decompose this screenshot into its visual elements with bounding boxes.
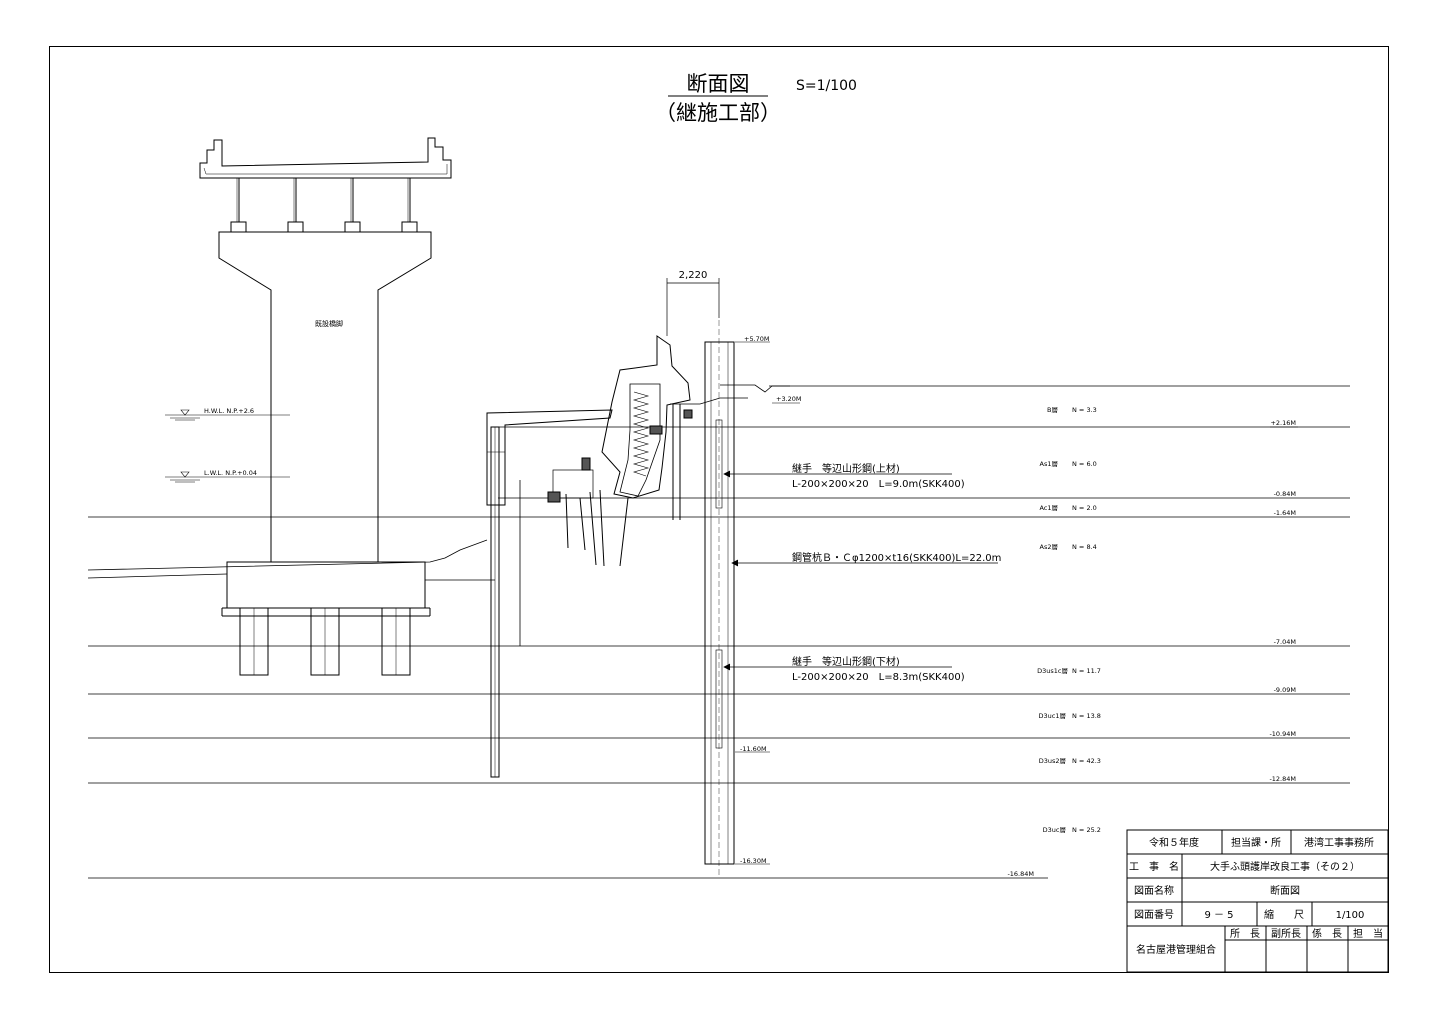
- dimension-2220: [666, 278, 720, 336]
- sheet-border: [49, 46, 1389, 973]
- soil-layer-name: D3uc1層: [1039, 712, 1066, 720]
- soil-layer-name: As1層: [1040, 460, 1058, 468]
- soil-layer-n: N = 2.0: [1072, 504, 1097, 512]
- tb-drawing-no-label: 図面番号: [1134, 909, 1174, 921]
- tb-drawing-name-label: 図面名称: [1134, 884, 1174, 897]
- boundary-label: -16.84M: [1007, 870, 1034, 878]
- soil-layer-n: N = 6.0: [1072, 460, 1097, 468]
- soil-layer-labels: B層 N = 3.3 As1層 N = 6.0 Ac1層 N = 2.0 As2…: [1037, 406, 1101, 834]
- boundary-labels: +2.16M -0.84M -1.64M -7.04M -9.09M -10.9…: [1007, 419, 1298, 878]
- tb-sign-staff: 担 当: [1353, 927, 1383, 940]
- tb-year: 令和５年度: [1149, 836, 1199, 849]
- drawing-subtitle: （継施工部）: [655, 101, 781, 125]
- soil-layer-name: D3us1c層: [1037, 667, 1068, 675]
- tb-org: 名古屋港管理組合: [1136, 943, 1216, 956]
- tb-scale-label: 縮 尺: [1264, 908, 1304, 921]
- tb-sign-chief: 係 長: [1312, 928, 1342, 940]
- soil-layer-n: N = 8.4: [1072, 543, 1097, 551]
- boundary-label: +2.16M: [1270, 419, 1296, 427]
- soil-layer-name: D3uc層: [1043, 826, 1066, 834]
- soil-layer-name: B層: [1047, 406, 1058, 414]
- elev-top: +5.70M: [744, 335, 770, 343]
- title-block: [1126, 829, 1389, 973]
- boundary-label: -1.64M: [1274, 509, 1296, 517]
- existing-pier: [199, 137, 452, 676]
- boundary-label: -9.09M: [1274, 686, 1296, 694]
- steel-pipe-pile: [704, 320, 735, 875]
- tb-dept-value: 港湾工事事務所: [1304, 836, 1374, 849]
- dimension-label: 2,220: [679, 270, 708, 281]
- tb-sign-director: 所 長: [1230, 928, 1260, 940]
- boundary-label: -7.04M: [1274, 638, 1296, 646]
- boundary-label: -12.84M: [1269, 775, 1296, 783]
- water-levels: [165, 409, 290, 483]
- soil-layer-n: N = 11.7: [1072, 667, 1101, 675]
- tb-scale-value: 1/100: [1336, 910, 1365, 921]
- joint-upper-line1: 継手 等辺山形鋼(上材): [792, 462, 900, 475]
- joint-lower-line2: L-200×200×20 L=8.3m(SKK400): [792, 672, 965, 683]
- elev-pile-bottom: -16.30M: [740, 857, 767, 865]
- soil-layer-n: N = 13.8: [1072, 712, 1101, 720]
- boundary-label: -0.84M: [1274, 490, 1296, 498]
- sheet-pile-wall: [486, 409, 613, 778]
- soil-layer-name: Ac1層: [1039, 504, 1058, 512]
- drawing-scale: S=1/100: [796, 78, 857, 94]
- soil-layer-n: N = 25.2: [1072, 826, 1101, 834]
- tb-drawing-name-value: 断面図: [1270, 884, 1300, 897]
- joint-lower-line1: 継手 等辺山形鋼(下材): [792, 655, 900, 668]
- joint-upper-line2: L-200×200×20 L=9.0m(SKK400): [792, 479, 965, 490]
- soil-layer-n: N = 3.3: [1072, 406, 1097, 414]
- elevation-tags: [735, 341, 800, 865]
- boundary-label: -10.94M: [1269, 730, 1296, 738]
- hwl-label: H.W.L. N.P.+2.6: [204, 407, 254, 415]
- tb-dept-label: 担当課・所: [1231, 836, 1281, 849]
- soil-layer-n: N = 42.3: [1072, 757, 1101, 765]
- tb-work-label: 工 事 名: [1129, 860, 1179, 873]
- existing-revetment: [547, 335, 790, 567]
- tb-work-value: 大手ふ頭護岸改良工事（その２）: [1210, 860, 1360, 873]
- elev-pile-bottom-upper: -11.60M: [740, 745, 767, 753]
- soil-layer-name: D3us2層: [1039, 757, 1066, 765]
- elev-crown: +3.20M: [776, 395, 802, 403]
- ground-line-left: [87, 539, 495, 581]
- tb-drawing-no-value: 9 － 5: [1204, 910, 1233, 921]
- pier-label: 既設橋脚: [315, 319, 343, 328]
- lwl-label: L.W.L. N.P.+0.04: [204, 469, 257, 477]
- tb-sign-deputy: 副所長: [1271, 928, 1301, 940]
- drawing-title: 断面図: [687, 72, 750, 96]
- steel-pile-note: 鋼管杭Ｂ・Ｃφ1200×t16(SKK400)L=22.0m: [792, 551, 1001, 564]
- soil-layer-name: As2層: [1040, 543, 1058, 551]
- annotation-leaders: [723, 470, 998, 671]
